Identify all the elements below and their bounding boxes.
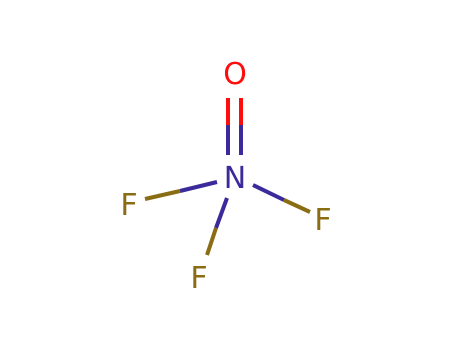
bonds bbox=[144, 98, 311, 256]
bond-n-f-right-n-half bbox=[252, 183, 285, 202]
bond-n-f-bottom-n-half bbox=[214, 197, 229, 229]
bond-n-f-right-f-half bbox=[283, 198, 311, 214]
atom-fluorine-bottom: F bbox=[190, 261, 207, 296]
atoms: O N F F F bbox=[120, 57, 331, 296]
bond-n-f-bottom bbox=[205, 197, 229, 256]
bond-n-o-double bbox=[226, 98, 243, 155]
atom-fluorine-left: F bbox=[120, 188, 137, 223]
atom-nitrogen: N bbox=[224, 161, 246, 196]
bond-n-f-right bbox=[252, 183, 311, 214]
atom-fluorine-right: F bbox=[314, 203, 331, 238]
bond-n-f-left bbox=[144, 180, 218, 201]
bond-n-f-left-f-half bbox=[144, 189, 181, 201]
atom-oxygen: O bbox=[223, 57, 247, 92]
bond-n-f-bottom-f-half bbox=[205, 227, 218, 256]
bond-n-f-left-n-half bbox=[179, 180, 218, 193]
